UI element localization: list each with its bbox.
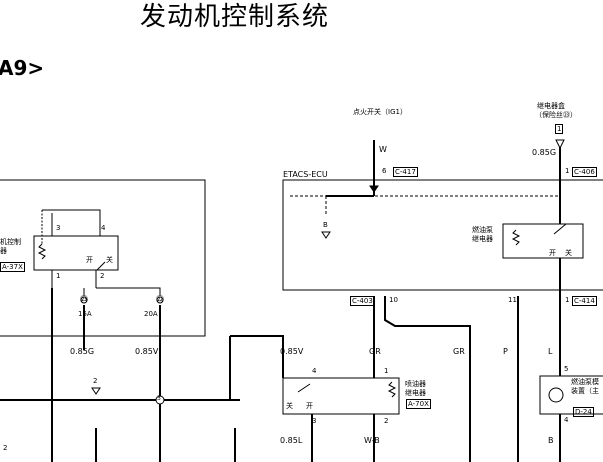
pin-4-injector: 4 [312,367,317,375]
pin-1-injector: 1 [384,367,389,375]
fuse-label: （保险丝㉓） [535,111,577,119]
connector-c403: C-403 [350,296,375,306]
fuel-pump-relay-box [502,223,584,259]
pin-5: 5 [564,365,569,373]
ground-symbol-b: B [323,221,328,229]
wire-gr-2: GR [453,347,465,356]
junction-3: 3 [157,395,161,402]
engine-relay-box [33,235,119,271]
pin-2-injector: 2 [384,417,389,425]
pin-4-fuel-pump: 4 [564,416,569,424]
pin-1-c406: 1 [565,167,570,175]
engine-control-box [0,179,206,337]
wire-gr-1: GR [369,347,381,356]
pin-4-engine: 4 [101,224,106,232]
wire-b: B [548,436,554,445]
pin-2-engine: 2 [100,272,105,280]
injector-relay-label: 喷油器 继电器 [405,380,426,397]
etacs-ecu-label: ETACS-ECU [283,170,328,179]
fuse-plug-number: 1 [555,124,564,134]
fuel-relay-off: 关 [565,249,572,257]
fuel-relay-on: 开 [549,249,556,257]
injector-relay-connector: A-70X [406,399,431,409]
wire-p: P [503,347,508,356]
engine-relay-connector: A-37X [0,262,25,272]
engine-relay-on: 开 [86,256,93,264]
ground-symbol-2: 2 [93,377,98,385]
pin-2-bottom: 2 [3,444,8,452]
engine-relay-label: 机控制 器 [0,238,21,255]
pin-3-injector: 3 [312,417,317,425]
wire-w: W [379,145,387,154]
ignition-switch-label: 点火开关（IG1） [353,108,407,116]
relay-box-label: 继电器盒 [537,102,565,110]
fuel-pump-relay-label: 燃油泵 继电器 [472,226,493,243]
connector-c414: C-414 [572,296,597,306]
wire-l: L [548,347,553,356]
page-title: 发动机控制系统 [140,2,330,32]
wire-085g-left: 0.85G [70,347,95,356]
injector-relay-box [282,377,400,415]
injector-relay-on: 开 [306,402,313,410]
fuel-pump-module-connector: D-24 [573,407,594,417]
section-label: A9> [0,56,45,80]
pin-11: 11 [508,296,517,304]
connector-c417: C-417 [393,167,418,177]
wire-085l: 0.85L [280,436,303,445]
fuel-pump-module-box [539,375,603,415]
fuel-pump-module-label: 燃油泵模 装置（主 [571,378,599,395]
wire-085g-top: 0.85G [532,148,557,157]
fuse-22-rating: 20A [144,310,158,318]
pin-10: 10 [389,296,398,304]
pin-3-engine: 3 [56,224,61,232]
fuse-23-symbol: ㉓ [80,295,88,304]
pin-6: 6 [382,167,387,175]
wire-085v-mid: 0.85V [280,347,304,356]
fuse-22-symbol: ㉒ [156,295,164,304]
pin-1-engine: 1 [56,272,61,280]
injector-relay-off: 关 [286,402,293,410]
pin-1-c414: 1 [565,296,570,304]
fuse-23-rating: 15A [78,310,92,318]
wire-085v-left: 0.85V [135,347,159,356]
connector-c406: C-406 [572,167,597,177]
engine-relay-off: 关 [106,256,113,264]
wire-wb: W-B [364,436,380,445]
